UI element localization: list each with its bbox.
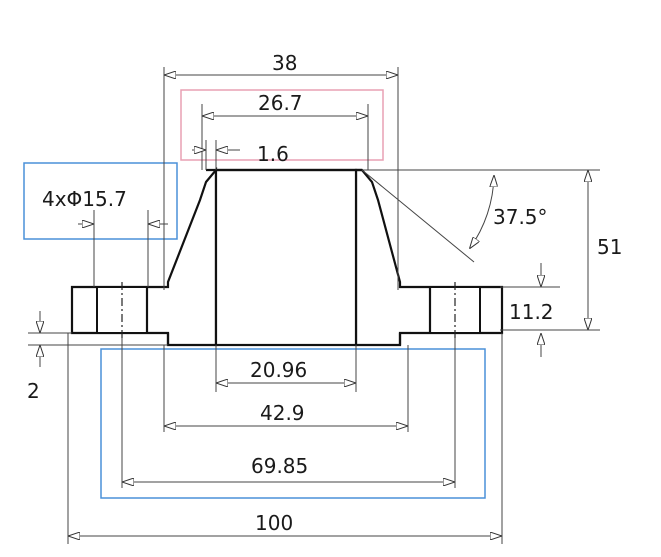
flange-section [70, 166, 504, 347]
dim-text-26-7: 26.7 [258, 91, 303, 115]
dim-text-11-2: 11.2 [509, 300, 554, 324]
hole-highlight-box [23, 162, 178, 240]
dim-text-69-85: 69.85 [251, 454, 308, 478]
extension-lines [28, 67, 600, 544]
neck-highlight-box [180, 89, 384, 161]
dim-text-2: 2 [27, 379, 40, 403]
bore [214, 168, 358, 347]
bottom-highlight-box [100, 348, 486, 499]
dimension-lines [40, 75, 588, 536]
dim-text-42-9: 42.9 [260, 401, 305, 425]
dim-text-angle: 37.5° [493, 205, 548, 229]
dim-text-1-6: 1.6 [257, 142, 289, 166]
dim-text-51: 51 [597, 235, 622, 259]
dim-text-38: 38 [272, 51, 297, 75]
dim-text-20-96: 20.96 [250, 358, 307, 382]
angle-arc [470, 176, 494, 248]
dim-text-bolt-hole: 4xΦ15.7 [42, 187, 127, 211]
dim-text-100: 100 [255, 511, 293, 535]
